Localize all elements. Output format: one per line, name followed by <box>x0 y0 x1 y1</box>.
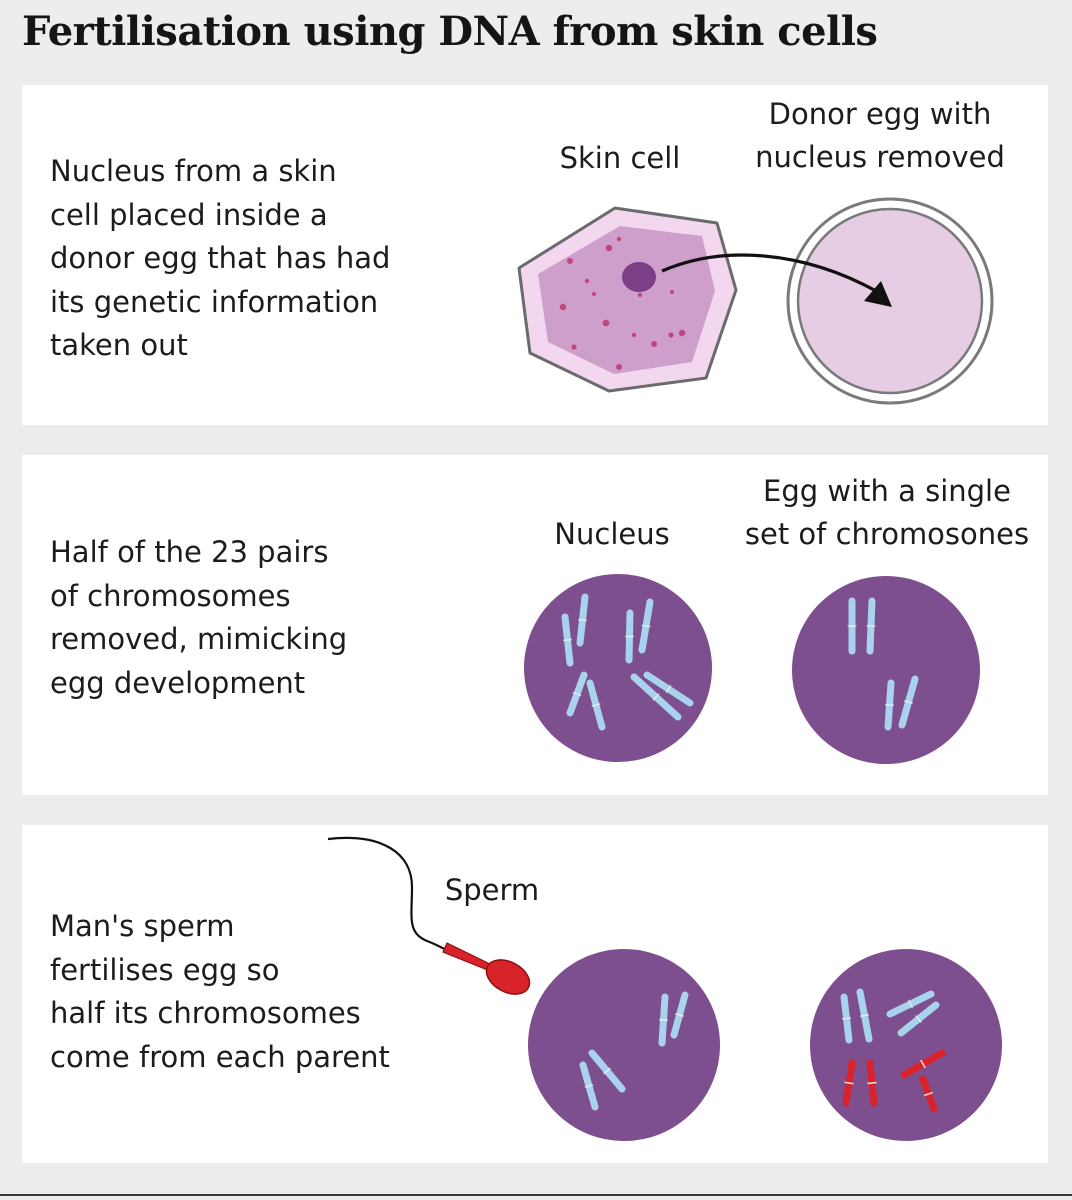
step-3-chromosomes <box>579 988 946 1113</box>
donor-egg-label: Donor egg with nucleus removed <box>755 97 1005 174</box>
step-2-description: Half of the 23 pairs of chromosomes remo… <box>50 535 348 700</box>
nucleus-label: Nucleus <box>554 517 670 551</box>
centromere-mark <box>572 691 582 697</box>
skin-cell-label: Skin cell <box>559 141 681 175</box>
centromere-mark <box>884 703 895 707</box>
centromere-mark <box>562 638 573 642</box>
step-3-panel: Man's sperm fertilises egg so half its c… <box>22 825 1048 1163</box>
centromere-mark <box>915 1014 922 1024</box>
centromere-mark <box>577 618 588 622</box>
centromere-mark <box>591 703 601 707</box>
centromere-mark <box>920 1059 926 1069</box>
centromere-mark <box>584 1083 594 1089</box>
centromere-mark <box>867 1081 877 1085</box>
donor-egg-icon <box>786 197 994 405</box>
skin-cell-icon <box>517 206 738 393</box>
centromere-mark <box>603 1067 611 1075</box>
fertilised-egg-icon <box>810 949 1002 1141</box>
centromere-mark <box>859 1013 870 1018</box>
centromere-mark <box>665 684 672 694</box>
skin-cell-nucleus <box>622 262 656 292</box>
step-2-illustration <box>524 574 980 764</box>
centromere-mark <box>674 1013 685 1017</box>
centromere-mark <box>907 999 914 1009</box>
step-1-panel: Nucleus from a skin cell placed inside a… <box>22 85 1048 425</box>
step-2-panel: Half of the 23 pairs of chromosomes remo… <box>22 455 1048 795</box>
step-1-description: Nucleus from a skin cell placed inside a… <box>50 154 391 363</box>
centromere-mark <box>658 1018 669 1022</box>
page-title: Fertilisation using DNA from skin cells <box>22 8 878 55</box>
centromere-mark <box>641 624 651 628</box>
step-2-chromosomes <box>561 593 919 731</box>
sperm-label: Sperm <box>444 873 540 907</box>
single-set-egg-label: Egg with a single set of chromosones <box>744 474 1030 551</box>
transfer-arrow-icon <box>661 253 892 307</box>
step-3-illustration <box>327 836 1002 1141</box>
centromere-mark <box>652 693 660 701</box>
bottom-rule <box>0 1194 1072 1196</box>
centromere-mark <box>923 1091 934 1097</box>
egg-single-set-icon <box>792 576 980 764</box>
centromere-mark <box>903 700 914 704</box>
fertilising-egg-icon <box>528 949 720 1141</box>
centromere-mark <box>841 1017 852 1020</box>
step-1-illustration <box>517 197 994 405</box>
step-3-description: Man's sperm fertilises egg so half its c… <box>50 909 390 1074</box>
nucleus-full-chromosomes-icon <box>524 574 712 762</box>
sperm-icon <box>327 836 531 995</box>
centromere-mark <box>844 1081 854 1085</box>
